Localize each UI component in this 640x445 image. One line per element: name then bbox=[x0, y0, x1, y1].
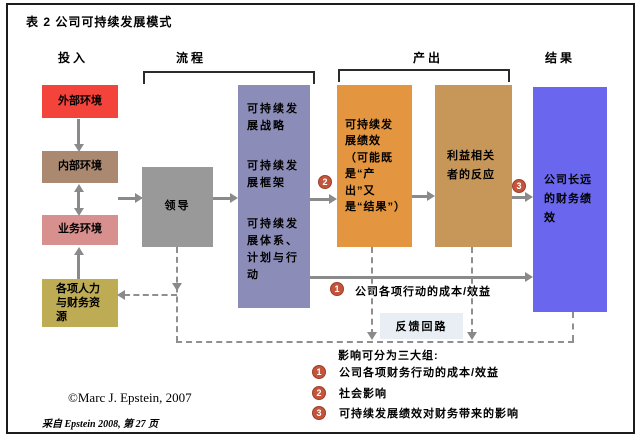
box-longterm-financial-performance: 公司长远的财务绩效 bbox=[533, 87, 607, 312]
arrowhead-external-to-internal bbox=[74, 144, 84, 152]
column-header-input: 投入 bbox=[58, 51, 89, 65]
process-bracket bbox=[143, 71, 315, 84]
arrowhead-process-to-performance bbox=[329, 194, 337, 204]
arrowhead-stakeholders-to-financial bbox=[525, 192, 533, 202]
dashed-line-leadership-down bbox=[176, 247, 178, 342]
legend-item-3: 3 可持续发展绩效对财务带来的影响 bbox=[312, 405, 519, 421]
arrow-performance-to-stakeholders bbox=[412, 195, 428, 198]
legend-text-1: 公司各项财务行动的成本/效益 bbox=[339, 367, 500, 379]
strategy-item-systems: 可持续发展体系、计划与行动 bbox=[247, 217, 299, 281]
source-note: 采自 Epstein 2008, 第 27 页 bbox=[42, 419, 159, 430]
arrowhead-internal-business-up bbox=[74, 184, 84, 192]
legend-marker-1: 1 bbox=[312, 365, 326, 379]
column-header-output: 产出 bbox=[413, 51, 444, 65]
dashed-line-stakeholders-down bbox=[471, 247, 473, 335]
arrowhead-performance-to-stakeholders bbox=[427, 191, 435, 201]
box-leadership: 领导 bbox=[142, 167, 213, 247]
legend-text-2: 社会影响 bbox=[339, 388, 387, 400]
legend-text-3: 可持续发展绩效对财务带来的影响 bbox=[339, 408, 519, 420]
arrow-input-to-leadership bbox=[118, 197, 136, 200]
legend-heading: 影响可分为三大组: bbox=[338, 350, 439, 362]
dashed-feedback-line bbox=[176, 341, 574, 343]
column-header-result: 结果 bbox=[545, 51, 576, 65]
arrow-costs-benefits bbox=[310, 276, 526, 279]
legend-item-2: 2 社会影响 bbox=[312, 385, 387, 401]
marker-2-social: 2 bbox=[318, 175, 332, 189]
arrowhead-leadership-down bbox=[172, 283, 182, 291]
figure-title: 表 2 公司可持续发展模式 bbox=[26, 15, 173, 29]
arrowhead-resources-to-business bbox=[74, 247, 84, 255]
box-human-financial-resources: 各项人力与财务资源 bbox=[42, 279, 118, 327]
strategy-item-strategy: 可持续发展战略 bbox=[247, 103, 299, 133]
dashed-arrow-to-resources bbox=[124, 294, 177, 296]
strategy-item-framework: 可持续发展框架 bbox=[247, 160, 299, 190]
box-sustainability-process: 可持续发展战略 可持续发展框架 可持续发展体系、计划与行动 bbox=[238, 85, 310, 308]
arrow-process-to-performance bbox=[310, 198, 330, 201]
arrowhead-stakeholders-down bbox=[467, 332, 477, 340]
feedback-loop-label: 反馈回路 bbox=[380, 313, 463, 339]
arrow-resources-to-business bbox=[77, 253, 80, 279]
legend-marker-3: 3 bbox=[312, 406, 326, 420]
legend-marker-2: 2 bbox=[312, 386, 326, 400]
arrow-external-to-internal bbox=[77, 119, 80, 146]
arrow-leadership-to-process bbox=[213, 197, 231, 200]
box-sustainability-performance: 可持续发展绩效（可能既是“产出”又是“结果”） bbox=[337, 85, 412, 247]
arrowhead-leadership-to-process bbox=[230, 193, 238, 203]
dashed-line-financial-down bbox=[572, 312, 574, 341]
arrow-stakeholders-to-financial bbox=[512, 196, 526, 199]
costs-benefits-label: 公司各项行动的成本/效益 bbox=[355, 286, 492, 298]
column-header-process: 流程 bbox=[176, 51, 207, 65]
arrowhead-internal-business-down bbox=[74, 208, 84, 216]
arrowhead-input-to-leadership bbox=[135, 193, 143, 203]
legend-item-1: 1 公司各项财务行动的成本/效益 bbox=[312, 364, 499, 380]
arrowhead-to-resources bbox=[117, 290, 125, 300]
arrow-internal-business bbox=[77, 190, 80, 209]
box-internal-environment: 内部环境 bbox=[42, 151, 118, 183]
box-business-environment: 业务环境 bbox=[42, 215, 118, 245]
marker-1-costs: 1 bbox=[330, 282, 344, 296]
arrowhead-performance-down bbox=[367, 332, 377, 340]
marker-3-financial: 3 bbox=[512, 179, 526, 193]
figure-border bbox=[6, 3, 635, 434]
box-external-environment: 外部环境 bbox=[42, 85, 118, 118]
output-bracket bbox=[338, 69, 510, 82]
box-stakeholder-reactions: 利益相关者的反应 bbox=[435, 85, 512, 247]
dashed-line-performance-down bbox=[371, 247, 373, 335]
copyright-text: ©Marc J. Epstein, 2007 bbox=[68, 390, 192, 405]
arrowhead-costs-benefits bbox=[525, 272, 533, 282]
